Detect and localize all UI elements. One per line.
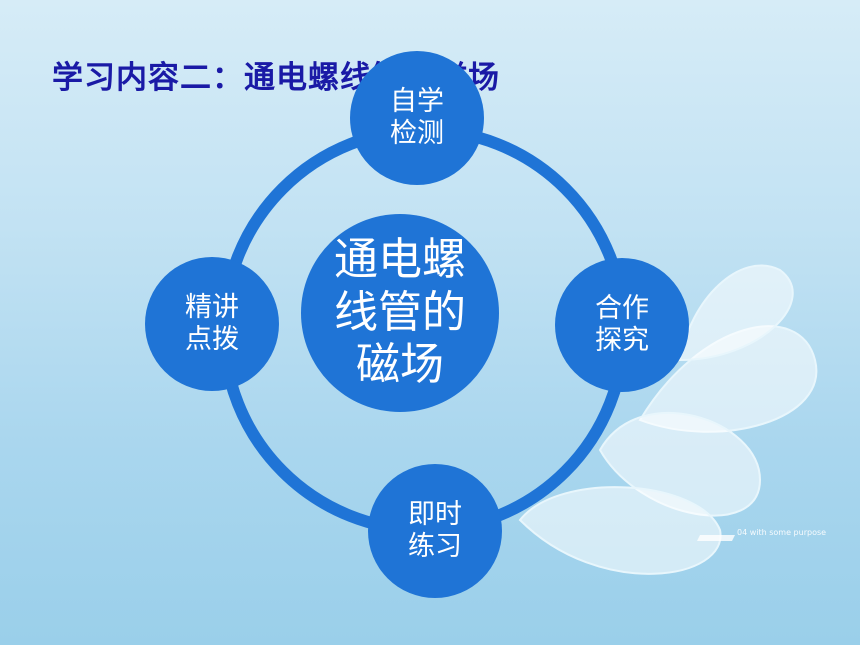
node-self-study-test: 自学 检测 — [350, 51, 484, 185]
node-lecture-guidance: 精讲 点拨 — [145, 257, 279, 391]
node-label: 即时 练习 — [408, 498, 462, 562]
node-instant-practice: 即时 练习 — [368, 464, 502, 598]
node-cooperative-inquiry: 合作 探究 — [555, 258, 689, 392]
node-label: 精讲 点拨 — [185, 291, 239, 355]
center-label: 通电螺 线管的 磁场 — [334, 233, 466, 391]
node-label: 合作 探究 — [595, 292, 649, 356]
center-circle: 通电螺 线管的 磁场 — [301, 214, 499, 412]
footer-text: 04 with some purpose — [737, 528, 827, 537]
node-label: 自学 检测 — [390, 85, 444, 149]
